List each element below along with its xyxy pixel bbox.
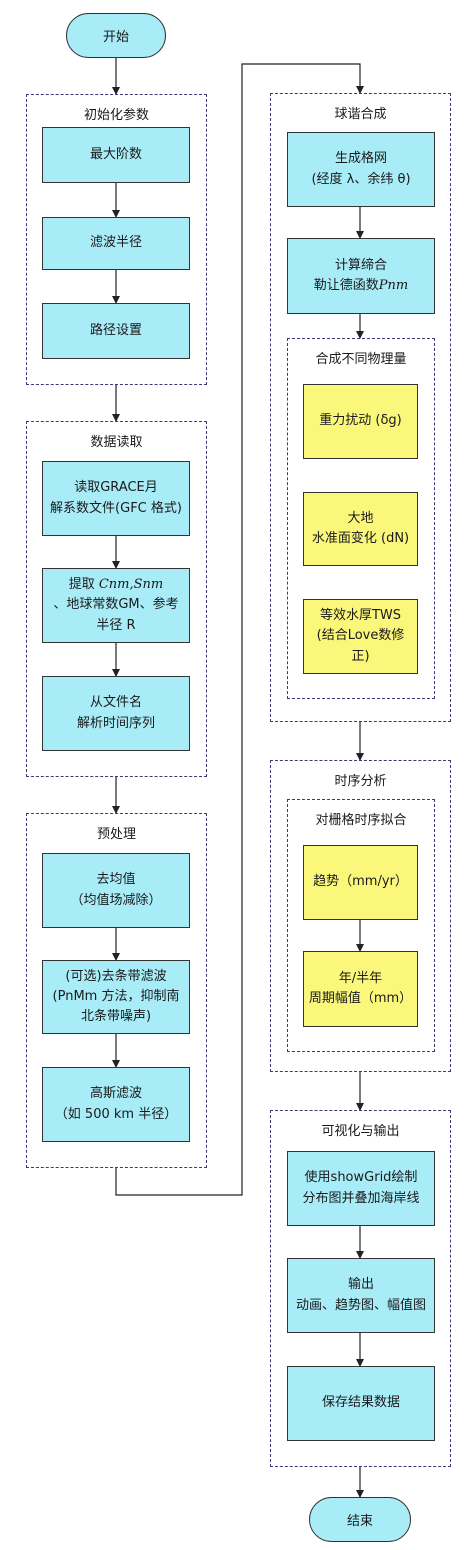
box-geoid-change: 大地 水准面变化 (dN) [303, 492, 418, 566]
end-terminal: 结束 [309, 1497, 411, 1542]
group-time-series-analysis: 时序分析 [270, 760, 451, 1072]
box-filter-radius: 滤波半径 [42, 217, 190, 270]
group-viz-title: 可视化与输出 [321, 1124, 400, 1139]
box-showgrid-plot: 使用showGrid绘制 分布图并叠加海岸线 [287, 1151, 435, 1226]
arrow-pre-to-synth [115, 63, 364, 1196]
group-sh-synthesis: 球谐合成 [270, 93, 451, 722]
box-output-figures: 输出 动画、趋势图、幅值图 [287, 1258, 435, 1333]
box-extract-coefficients: 提取 Cnm,Snm 、地球常数GM、参考 半径 R [42, 568, 190, 643]
box-save-results: 保存结果数据 [287, 1366, 435, 1441]
box-path-settings: 路径设置 [42, 303, 190, 359]
box-remove-mean: 去均值 （均值场减除） [42, 853, 190, 928]
group-init-params: 初始化参数 [26, 94, 207, 385]
var-cnm-snm: Cnm,Snm [98, 577, 164, 593]
start-terminal: 开始 [66, 13, 166, 58]
box-destripe-filter: (可选)去条带滤波 (PnMm 方法，抑制南 北条带噪声) [42, 960, 190, 1034]
start-label: 开始 [102, 30, 129, 45]
box-amplitude: 年/半年 周期幅值（mm） [303, 951, 418, 1027]
box-legendre-functions: 计算缔合勒让德函数Pnm [287, 238, 435, 314]
box-gravity-disturbance: 重力扰动 (δg) [303, 384, 418, 459]
group-preprocessing: 预处理 [26, 813, 207, 1168]
box-read-gfc: 读取GRACE月 解系数文件(GFC 格式) [42, 461, 190, 536]
subgroup-grid-fitting: 对栅格时序拟合 [287, 799, 435, 1052]
group-synth-title: 球谐合成 [334, 107, 387, 122]
subgroup-physical-quantities: 合成不同物理量 [287, 338, 435, 699]
subgroup-synth-title: 合成不同物理量 [315, 352, 407, 367]
box-tws: 等效水厚TWS (结合Love数修正) [303, 599, 418, 674]
box-generate-grid: 生成格网 (经度 λ、余纬 θ) [287, 132, 435, 207]
end-label: 结束 [346, 1514, 373, 1529]
box-trend: 趋势（mm/yr） [303, 845, 418, 920]
var-pnm: Pnm [378, 278, 409, 293]
group-visualization-output: 可视化与输出 [270, 1110, 451, 1467]
group-data-reading: 数据读取 [26, 421, 207, 777]
group-ts-title: 时序分析 [334, 774, 387, 789]
box-max-degree: 最大阶数 [42, 127, 190, 183]
box-gaussian-filter: 高斯滤波 （如 500 km 半径） [42, 1067, 190, 1142]
group-pre-title: 预处理 [96, 827, 136, 842]
box-parse-time-series: 从文件名 解析时间序列 [42, 676, 190, 751]
group-read-title: 数据读取 [90, 435, 143, 450]
subgroup-ts-title: 对栅格时序拟合 [315, 813, 407, 828]
group-init-title: 初始化参数 [83, 108, 149, 123]
